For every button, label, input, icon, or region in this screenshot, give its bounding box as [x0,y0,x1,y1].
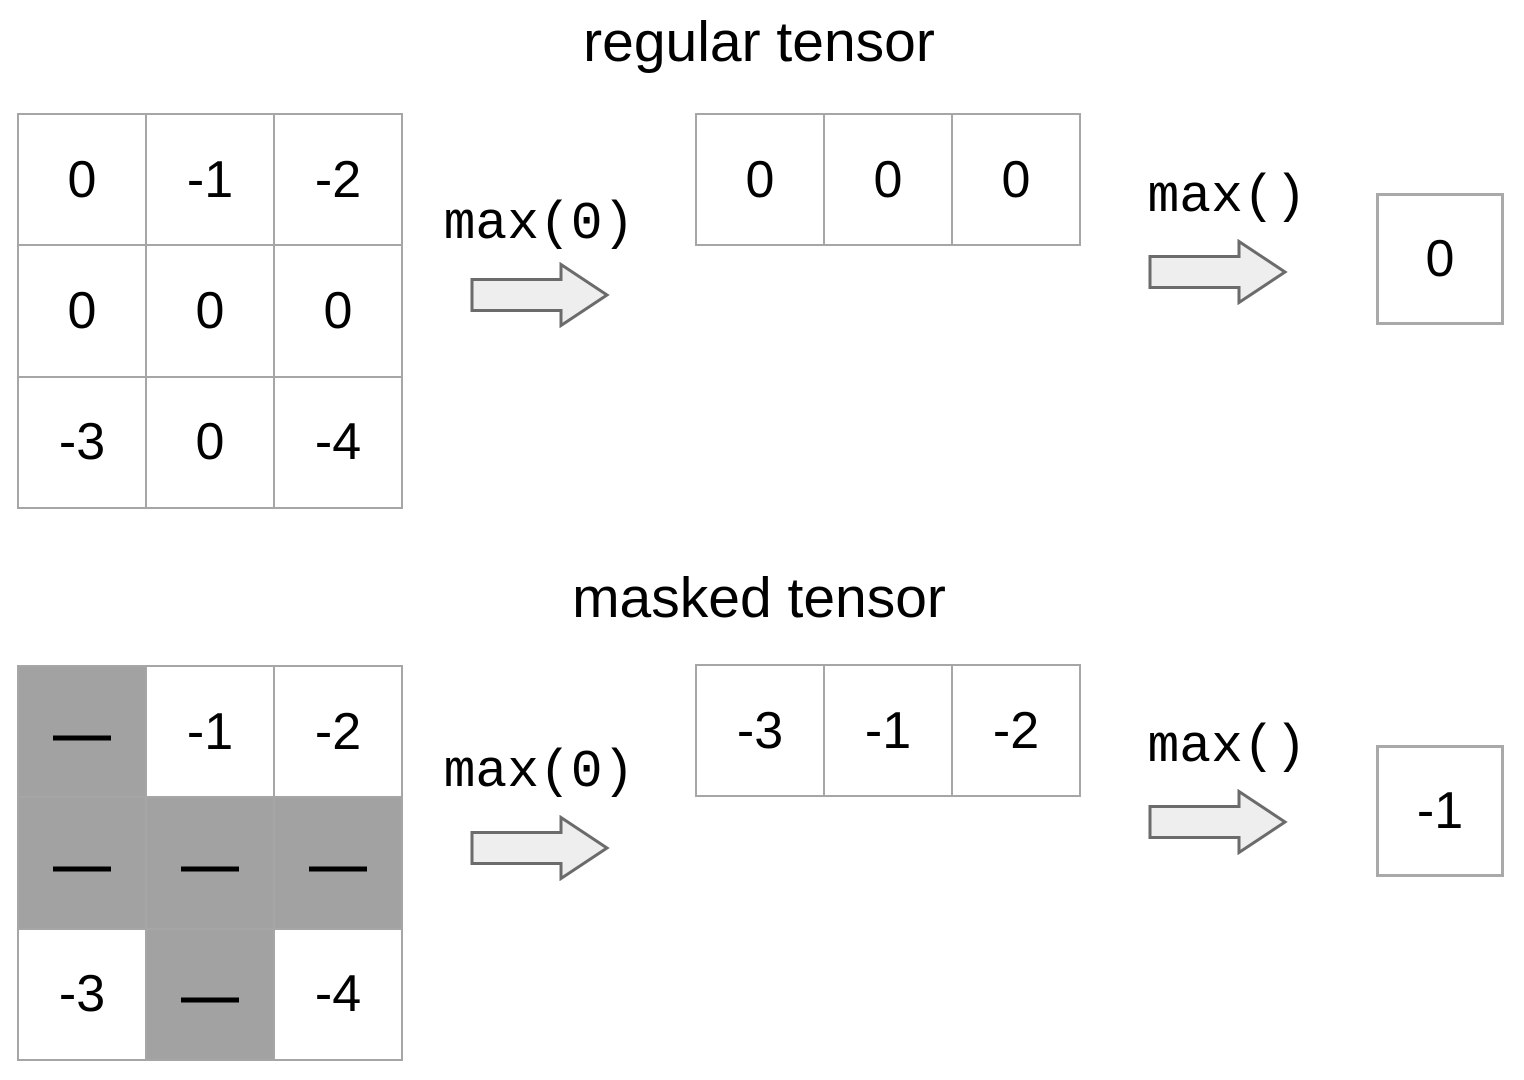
cell-value: -1 [1416,782,1464,840]
grid-cell: 0 [19,115,145,245]
grid-cell: 0 [275,246,401,376]
grid-cell: -4 [275,377,401,507]
grid-cell: 0 [147,377,273,507]
masked-final-result-cell: -1 [1376,745,1504,877]
grid-cell: -3 [19,377,145,507]
masked-input-grid: — -1 -2 — — — -3 — -4 [17,665,403,1061]
grid-cell: -2 [275,667,401,797]
cell-value: -1 [864,701,912,760]
cell-value: 0 [323,281,353,340]
grid-cell: -1 [147,115,273,245]
cell-value: -2 [992,701,1040,760]
grid-cell: 0 [147,246,273,376]
section-title-masked: masked tensor [572,566,946,630]
grid-cell: -3 [19,929,145,1059]
cell-value: 0 [195,413,225,472]
max-label: max() [1147,717,1307,777]
grid-cell: -1 [825,666,951,795]
regular-row-result-grid: 0 0 0 [695,113,1081,246]
cell-value: -1 [186,702,234,761]
cell-value: -4 [314,413,362,472]
right-arrow-icon [1148,789,1288,855]
max0-label: max(0) [443,194,635,254]
max-label: max() [1147,167,1307,227]
max0-label: max(0) [443,742,635,802]
grid-cell: -4 [275,929,401,1059]
cell-value: 0 [1001,150,1031,209]
cell-value: -3 [58,965,106,1024]
cell-value: 0 [195,281,225,340]
grid-cell: 0 [697,115,823,244]
cell-value: -4 [314,965,362,1024]
cell-value: -1 [186,150,234,209]
section-title-regular: regular tensor [583,10,935,74]
mask-dash [53,866,111,872]
grid-cell: — [147,929,273,1059]
right-arrow-icon [1148,239,1288,305]
grid-cell: 0 [825,115,951,244]
grid-cell: -2 [953,666,1079,795]
grid-cell: — [19,798,145,928]
right-arrow-icon [470,815,610,881]
cell-value: -2 [314,702,362,761]
grid-cell: 0 [19,246,145,376]
cell-value: 0 [745,150,775,209]
grid-cell: -2 [275,115,401,245]
grid-cell: -3 [697,666,823,795]
mask-dash [309,866,367,872]
grid-cell: — [19,667,145,797]
right-arrow-icon [470,262,610,328]
masked-row-result-grid: -3 -1 -2 [695,664,1081,797]
cell-value: -2 [314,150,362,209]
cell-value: -3 [58,413,106,472]
grid-cell: 0 [953,115,1079,244]
regular-input-grid: 0 -1 -2 0 0 0 -3 0 -4 [17,113,403,509]
cell-value: -3 [736,701,784,760]
mask-dash [181,997,239,1003]
grid-cell: — [275,798,401,928]
grid-cell: -1 [147,667,273,797]
cell-value: 0 [873,150,903,209]
grid-cell: — [147,798,273,928]
mask-dash [181,866,239,872]
cell-value: 0 [67,281,97,340]
mask-dash [53,735,111,741]
regular-final-result-cell: 0 [1376,193,1504,325]
cell-value: 0 [67,150,97,209]
cell-value: 0 [1425,230,1455,288]
